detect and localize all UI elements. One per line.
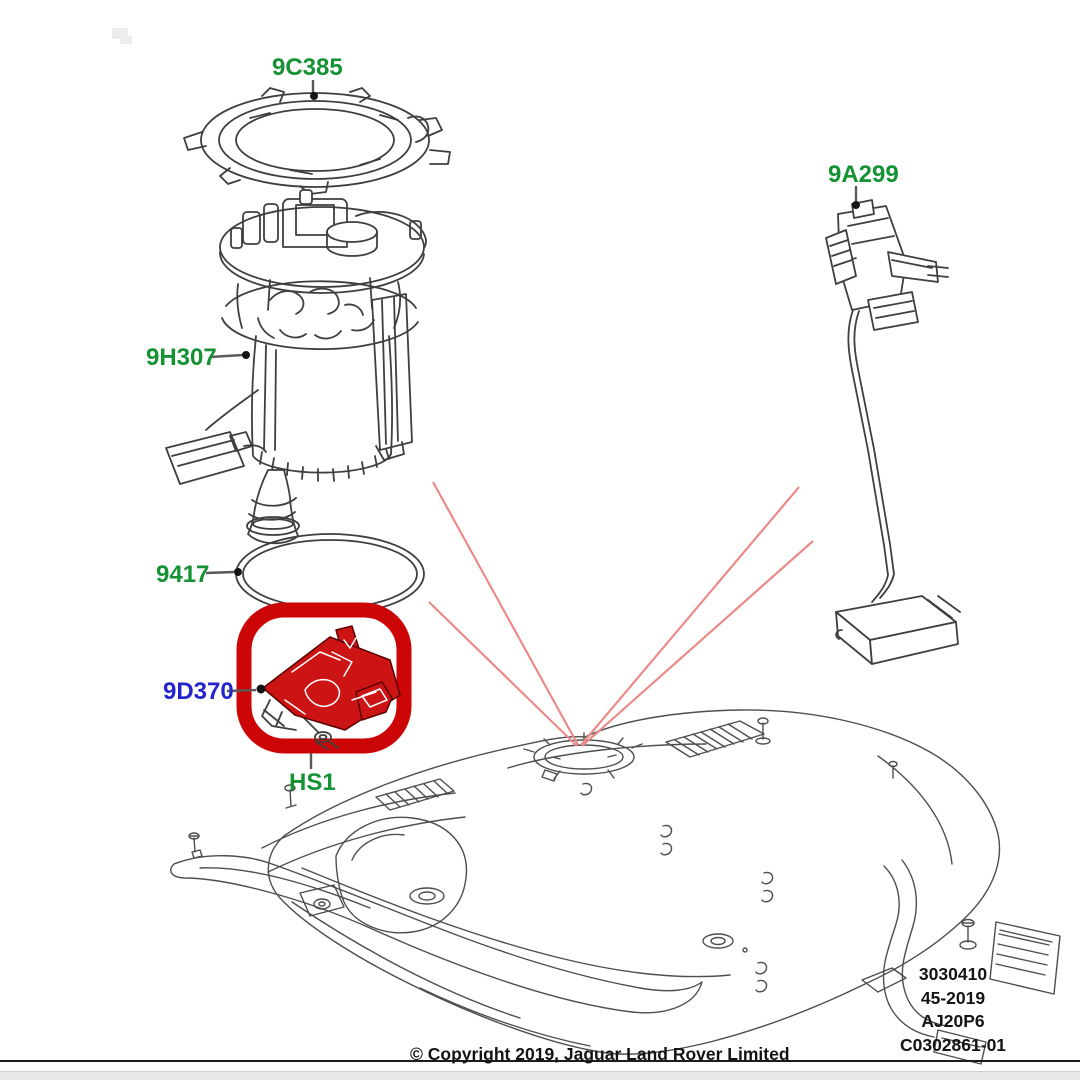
pump-module-drawing [165,189,427,545]
copyright-notice: © Copyright 2019, Jaguar Land Rover Limi… [410,1044,790,1064]
leader-dot [310,92,318,100]
leader-lines [205,80,860,769]
part-label-9H307[interactable]: 9H307 [146,344,217,371]
pump-opening-ring [523,732,643,782]
callout-lines [428,481,814,747]
lock-ring-drawing [183,87,451,195]
leader-dot [256,684,266,694]
bottom-edge-band [0,1071,1080,1080]
part-label-9417[interactable]: 9417 [156,561,210,588]
drawing-code-line: C0302861-01 [899,1034,1007,1055]
part-label-HS1[interactable]: HS1 [289,769,336,796]
leader-dot [242,351,250,359]
drawing-code-line: AJ20P6 [921,1011,985,1031]
fuel-tank-drawing [170,709,1061,1065]
part-label-9A299[interactable]: 9A299 [828,161,899,188]
part-label-9C385[interactable]: 9C385 [272,54,343,81]
part-label-9D370[interactable]: 9D370 [163,678,234,705]
hatch-patch-right [665,720,765,758]
tank-cradle [170,792,703,1014]
sender-unit-drawing [825,199,961,665]
drawing-code-line: 3030410 [918,964,988,984]
seal-ring-drawing [235,533,425,615]
hatch-patch-left [375,778,455,811]
leader-dot [234,568,242,576]
drawing-code-line: 45-2019 [920,987,986,1008]
right-bracket-arm [861,859,1061,1065]
fastener-details [188,717,977,993]
leader-dot [852,201,860,209]
control-module-drawing [261,625,401,750]
smudge-mark [112,28,132,44]
footer-divider [0,1060,1080,1062]
drawing-code-block: 3030410 45-2019 AJ20P6 C0302861-01 [868,963,1038,1057]
